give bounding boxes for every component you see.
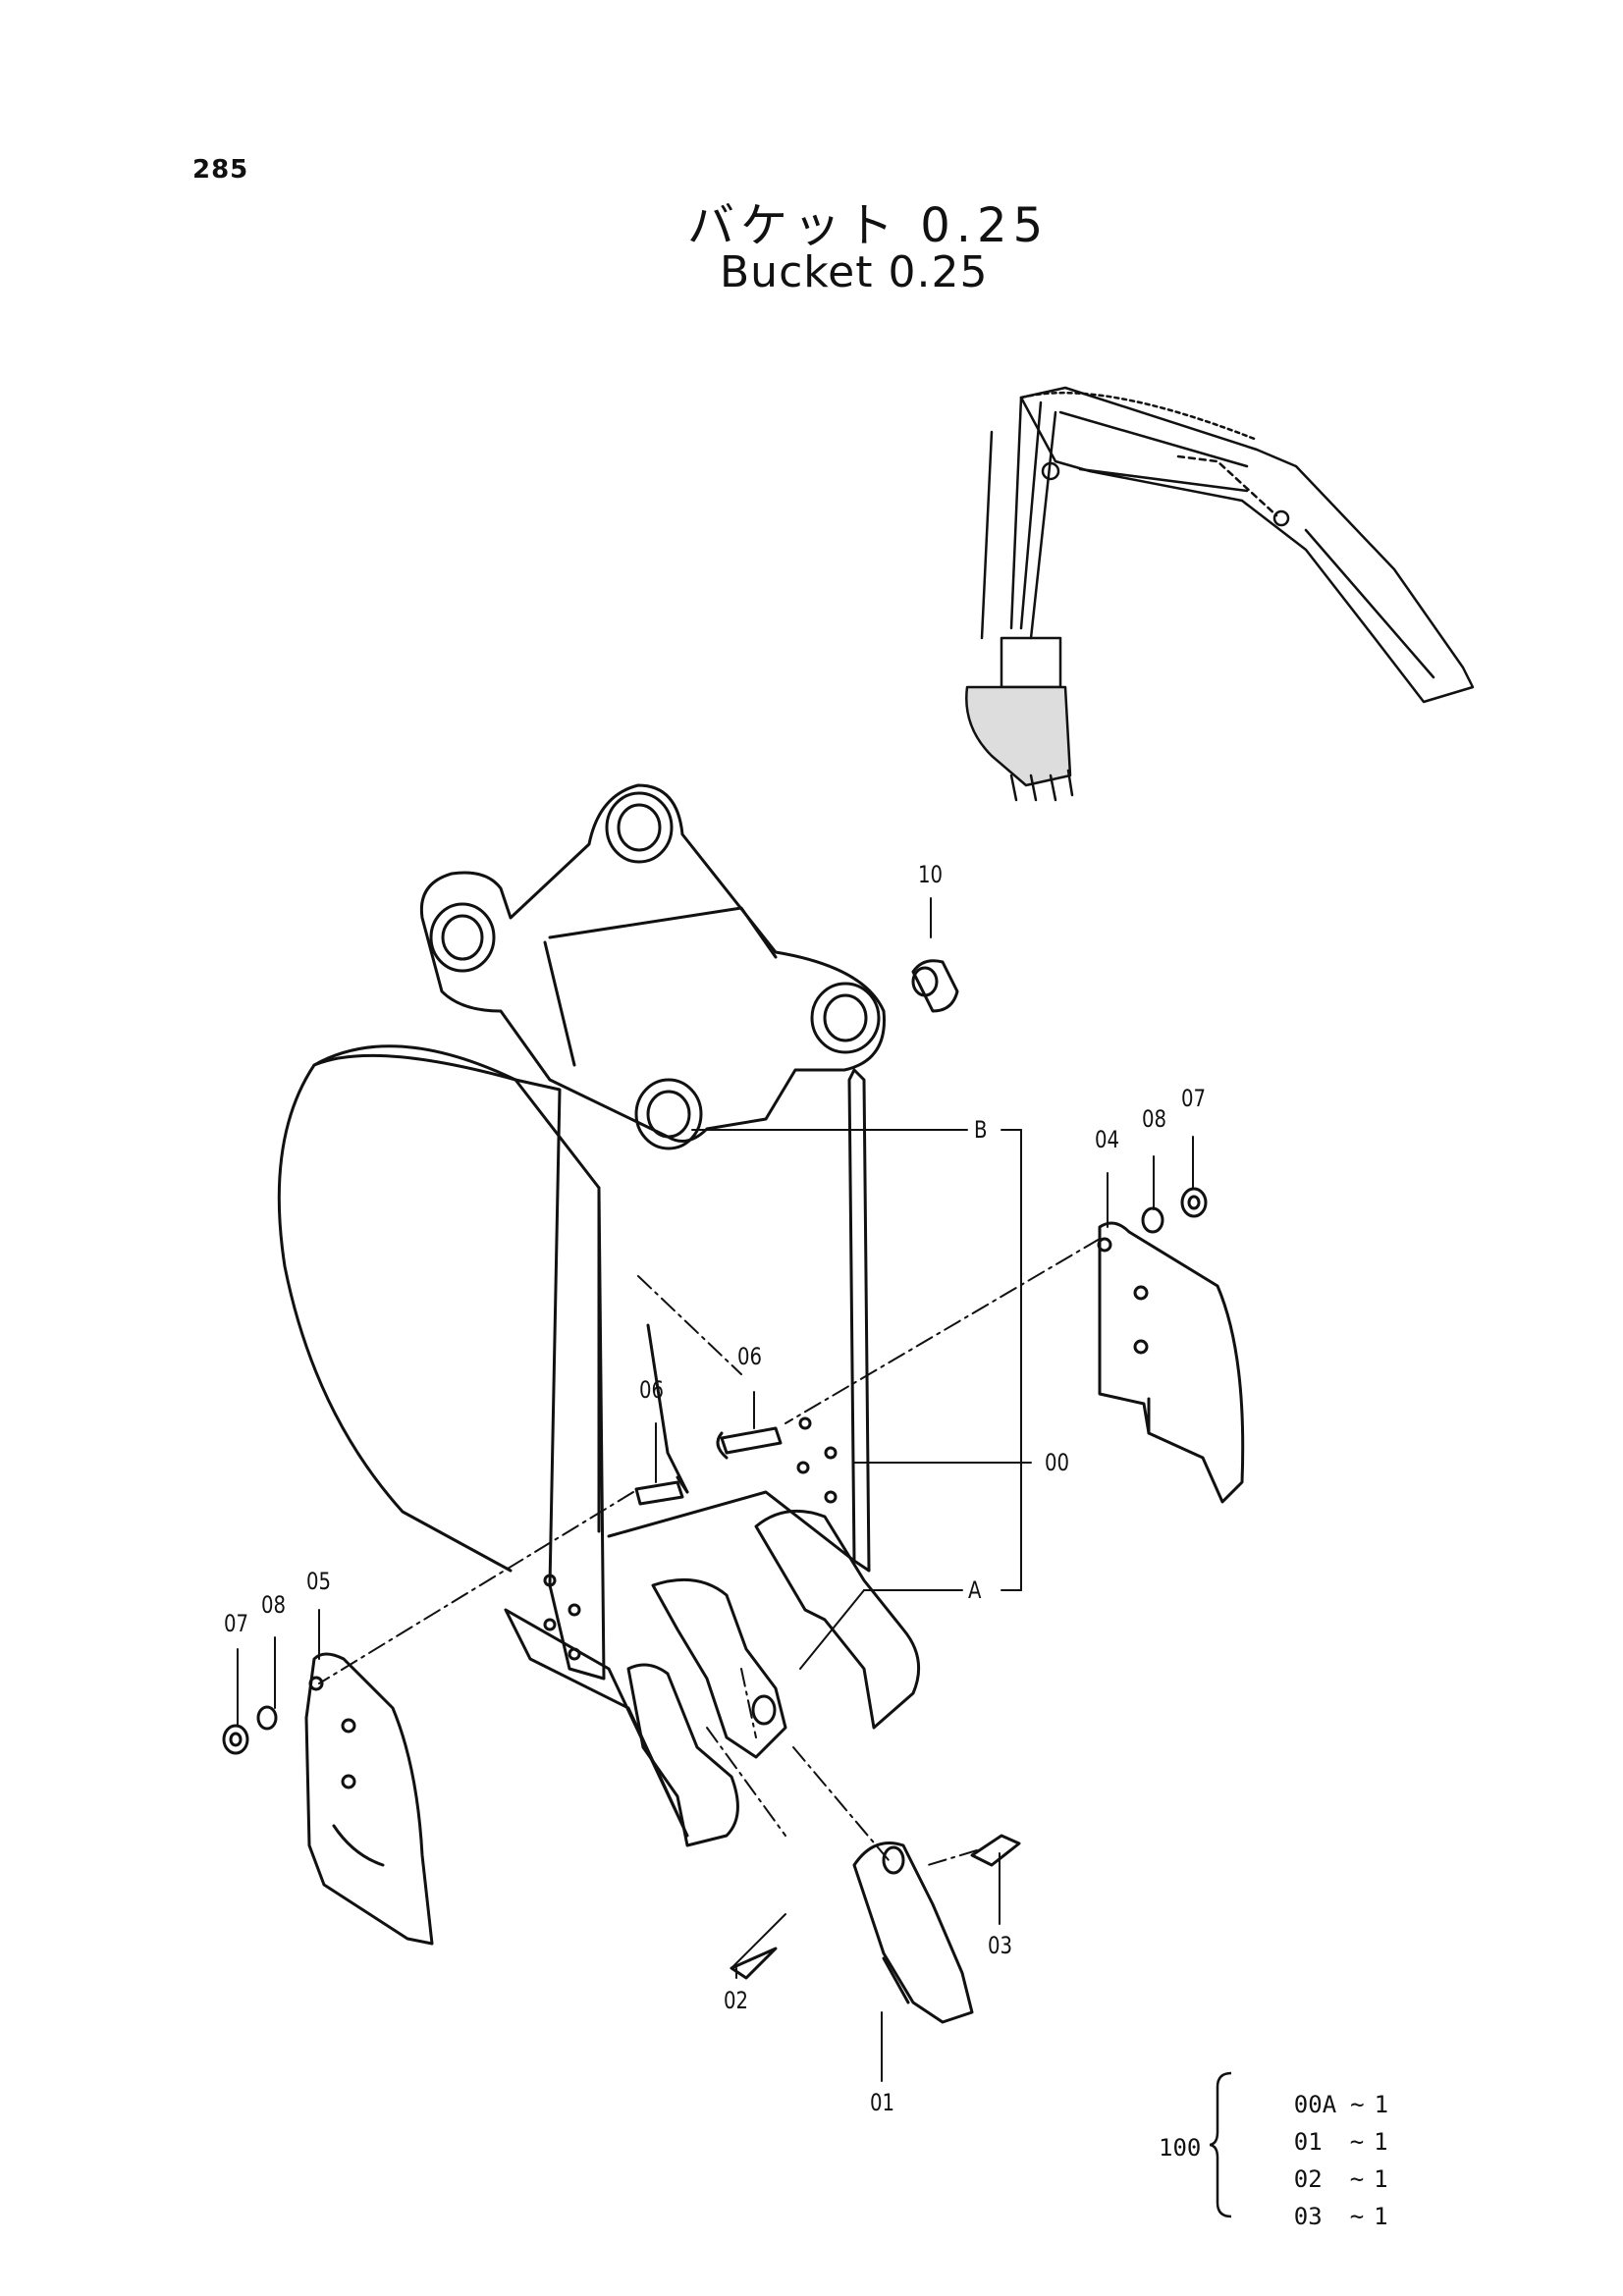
callout-05: 05 xyxy=(306,1568,332,1595)
callout-07-left: 07 xyxy=(224,1610,249,1637)
callout-00: 00 xyxy=(1045,1449,1070,1476)
kit-sep: ~ xyxy=(1349,2165,1365,2193)
side-cutter-05 xyxy=(304,1652,434,1946)
loose-tooth-pin-lock xyxy=(730,1834,1021,2024)
kit-part: 00A xyxy=(1293,2091,1337,2118)
callout-07-right: 07 xyxy=(1181,1085,1207,1112)
page-number: 285 xyxy=(192,155,249,185)
side-cutter-04 xyxy=(1097,1221,1245,1504)
callout-03: 03 xyxy=(988,1932,1013,1959)
kit-part: 01 xyxy=(1293,2128,1323,2156)
kit-row: 02 ~1 xyxy=(1237,2138,1388,2220)
kit-id: 100 xyxy=(1159,2134,1202,2162)
alignment-lines xyxy=(318,1238,1101,1866)
callout-06-upper: 06 xyxy=(737,1343,763,1370)
kit-sep: ~ xyxy=(1350,2091,1365,2118)
kit-qty: 1 xyxy=(1374,2165,1388,2193)
kit-row: 00A ~1 xyxy=(1237,2063,1388,2146)
title-japanese: バケット 0.25 xyxy=(687,198,1050,253)
callout-A: A xyxy=(968,1576,982,1604)
callout-02: 02 xyxy=(724,1987,749,2014)
kit-qty: 1 xyxy=(1374,2091,1389,2118)
callout-04: 04 xyxy=(1095,1126,1120,1153)
leader-lines xyxy=(237,897,1194,2082)
kit-sep: ~ xyxy=(1349,2203,1365,2230)
kit-row: 03 ~1 xyxy=(1237,2175,1388,2258)
bucket-body xyxy=(277,783,921,1847)
callout-06-lower: 06 xyxy=(639,1376,665,1404)
kit-row: 01 ~1 xyxy=(1237,2101,1388,2183)
hardware-fasteners xyxy=(222,959,1208,1755)
callout-B: B xyxy=(974,1116,988,1144)
callout-08-left: 08 xyxy=(261,1591,287,1619)
title-english: Bucket 0.25 xyxy=(720,247,989,297)
callout-01: 01 xyxy=(870,2089,895,2116)
excavator-arm-thumbnail xyxy=(965,386,1475,802)
callout-10: 10 xyxy=(918,861,944,888)
kit-qty: 1 xyxy=(1374,2203,1388,2230)
brace-icon xyxy=(1210,2071,1232,2218)
kit-sep: ~ xyxy=(1349,2128,1365,2156)
kit-part: 03 xyxy=(1293,2203,1323,2230)
callout-08-right: 08 xyxy=(1142,1105,1167,1133)
kit-part: 02 xyxy=(1293,2165,1323,2193)
kit-qty: 1 xyxy=(1374,2128,1388,2156)
